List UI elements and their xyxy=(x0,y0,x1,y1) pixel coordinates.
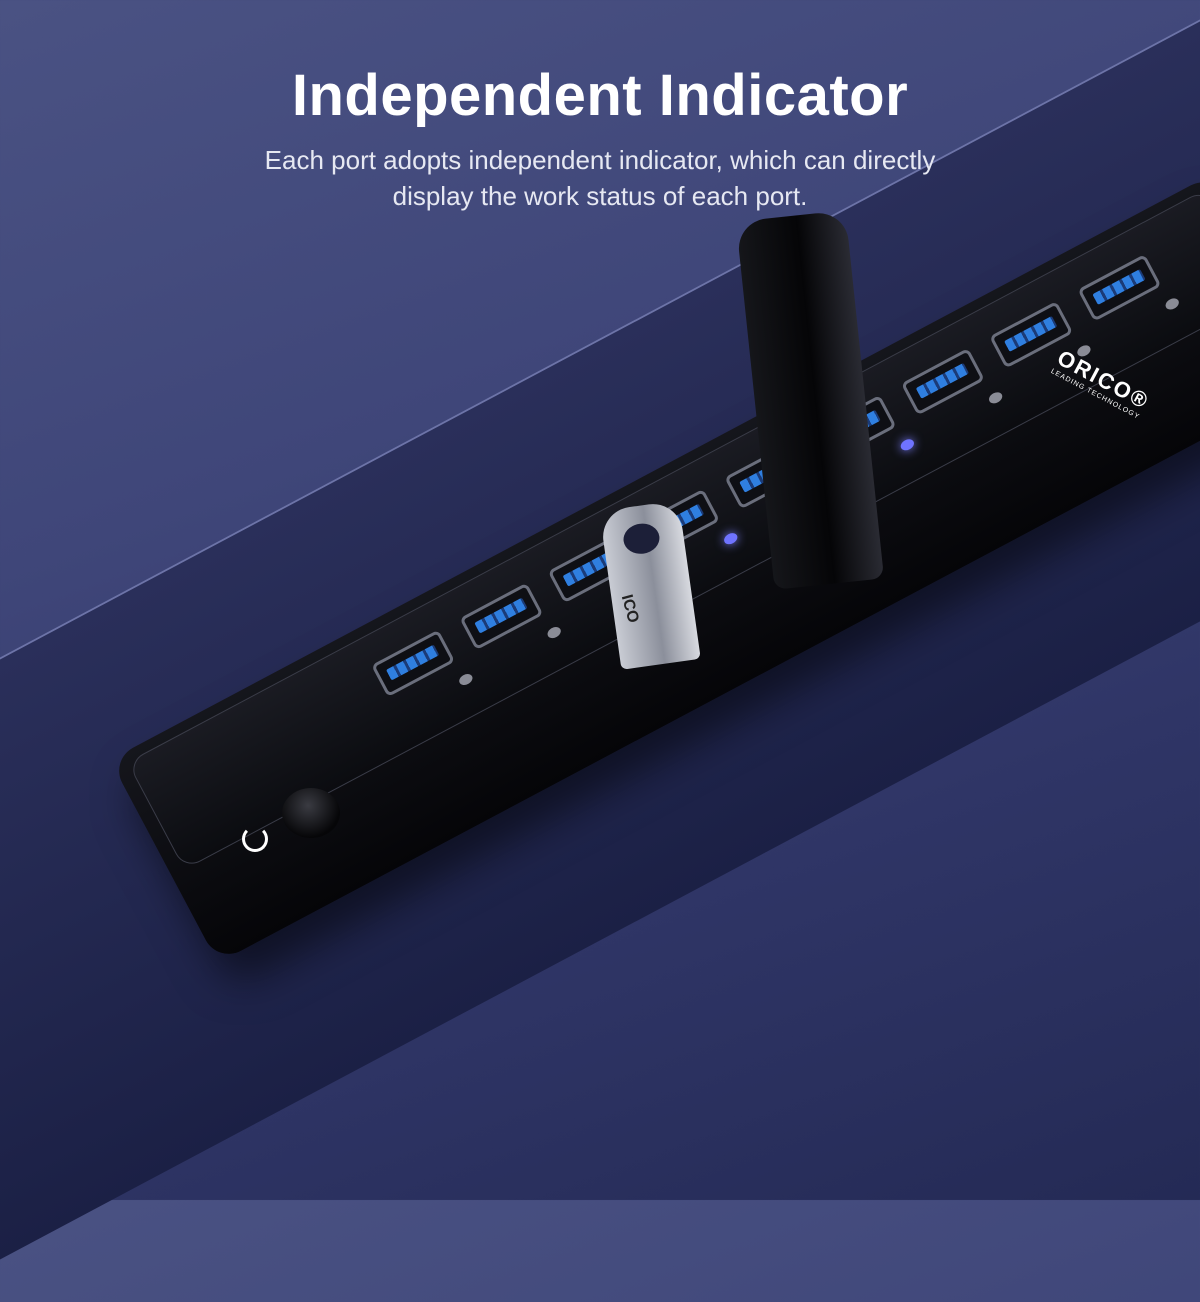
port-indicator-led xyxy=(545,624,563,641)
usb-port xyxy=(459,582,544,651)
port-indicator-led xyxy=(1163,296,1181,312)
usb-port xyxy=(900,347,985,416)
power-icon xyxy=(242,826,268,852)
subtext: Each port adopts independent indicator, … xyxy=(0,142,1200,214)
usb-port xyxy=(1077,254,1162,322)
subtext-line-1: Each port adopts independent indicator, … xyxy=(264,145,936,175)
subtext-line-2: display the work status of each port. xyxy=(392,181,808,211)
usb-port xyxy=(371,629,456,698)
headline: Independent Indicator xyxy=(291,63,909,128)
product-scene: ORICO® LEADING TECHNOLOGY ICO xyxy=(0,0,1200,1200)
power-button xyxy=(282,788,340,838)
port-indicator-led-on xyxy=(722,530,740,547)
port-indicator-led xyxy=(457,671,475,688)
port-indicator-led xyxy=(987,390,1005,406)
port-indicator-led-on xyxy=(898,437,916,453)
